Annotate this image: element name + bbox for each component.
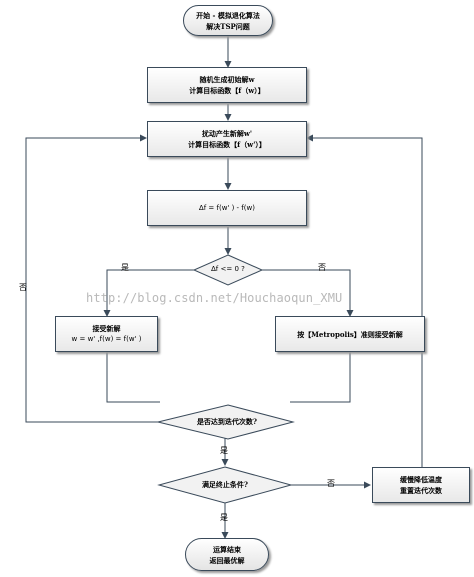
- end-line2: 返回最优解: [209, 555, 245, 565]
- cool-box: 缓慢降低温度 重置迭代次数: [372, 467, 470, 503]
- edge-cool-perturb: [306, 134, 423, 467]
- init-line1: 随机生成初始解w: [199, 75, 255, 84]
- edge-yes-accept: [103, 269, 196, 317]
- start-terminator: 开始 - 模拟退化算法 解决TSP问题: [183, 5, 273, 36]
- accept-line1: 接受新解: [92, 324, 121, 333]
- end-line1: 运算结束: [213, 544, 241, 554]
- watermark-text: http://blog.csdn.net/Houchaoqun_XMU: [86, 291, 343, 305]
- delta-text: ∆f = f(w' ) - f(w): [199, 203, 255, 212]
- edge-metropolis-iter: [290, 352, 351, 403]
- perturb-box: 扰动产生新解w' 计算目标函数【f（w'）】: [147, 121, 307, 157]
- diamond-delta: [192, 254, 264, 286]
- delta-box: ∆f = f(w' ) - f(w): [147, 190, 307, 226]
- accept-line2: w = w' ,f(w) = f(w' ): [71, 335, 142, 343]
- init-box: 随机生成初始解w 计算目标函数【f（w）】: [147, 67, 307, 103]
- diamond-stop: [157, 466, 293, 504]
- edge-loop-perturb: [25, 134, 160, 423]
- start-line2: 解决TSP问题: [206, 21, 250, 31]
- cool-line1: 缓慢降低温度: [400, 475, 442, 484]
- edge-label-no2: 否: [327, 479, 335, 488]
- decision-delta-label: ∆f <= 0 ?: [211, 265, 245, 273]
- edge-label-yes1: 是: [121, 263, 129, 272]
- edge-accept-iter: [106, 352, 160, 403]
- accept-box: 接受新解 w = w' ,f(w) = f(w' ): [55, 316, 158, 352]
- init-line2: 计算目标函数【f（w）】: [189, 86, 265, 95]
- decision-stop-label: 满足终止条件?: [201, 480, 249, 489]
- start-line1: 开始 - 模拟退化算法: [196, 10, 260, 20]
- edge-label-no1: 否: [318, 263, 326, 272]
- end-terminator: 运算结束 返回最优解: [185, 538, 269, 571]
- edge-label-no-loop: 否: [19, 283, 27, 292]
- diamond-iter: [157, 404, 295, 440]
- metropolis-box: 按【Metropolis】准则接受新解: [275, 316, 425, 352]
- metropolis-text: 按【Metropolis】准则接受新解: [297, 329, 403, 339]
- edge-label-yes2: 是: [220, 446, 228, 455]
- perturb-line2: 计算目标函数【f（w'）】: [188, 140, 266, 149]
- edge-label-yes3: 是: [220, 513, 228, 522]
- cool-line2: 重置迭代次数: [400, 486, 442, 495]
- edge-no-metropolis: [260, 269, 354, 317]
- perturb-line1: 扰动产生新解w': [201, 129, 253, 138]
- decision-iter-label: 是否达到迭代次数?: [196, 417, 258, 426]
